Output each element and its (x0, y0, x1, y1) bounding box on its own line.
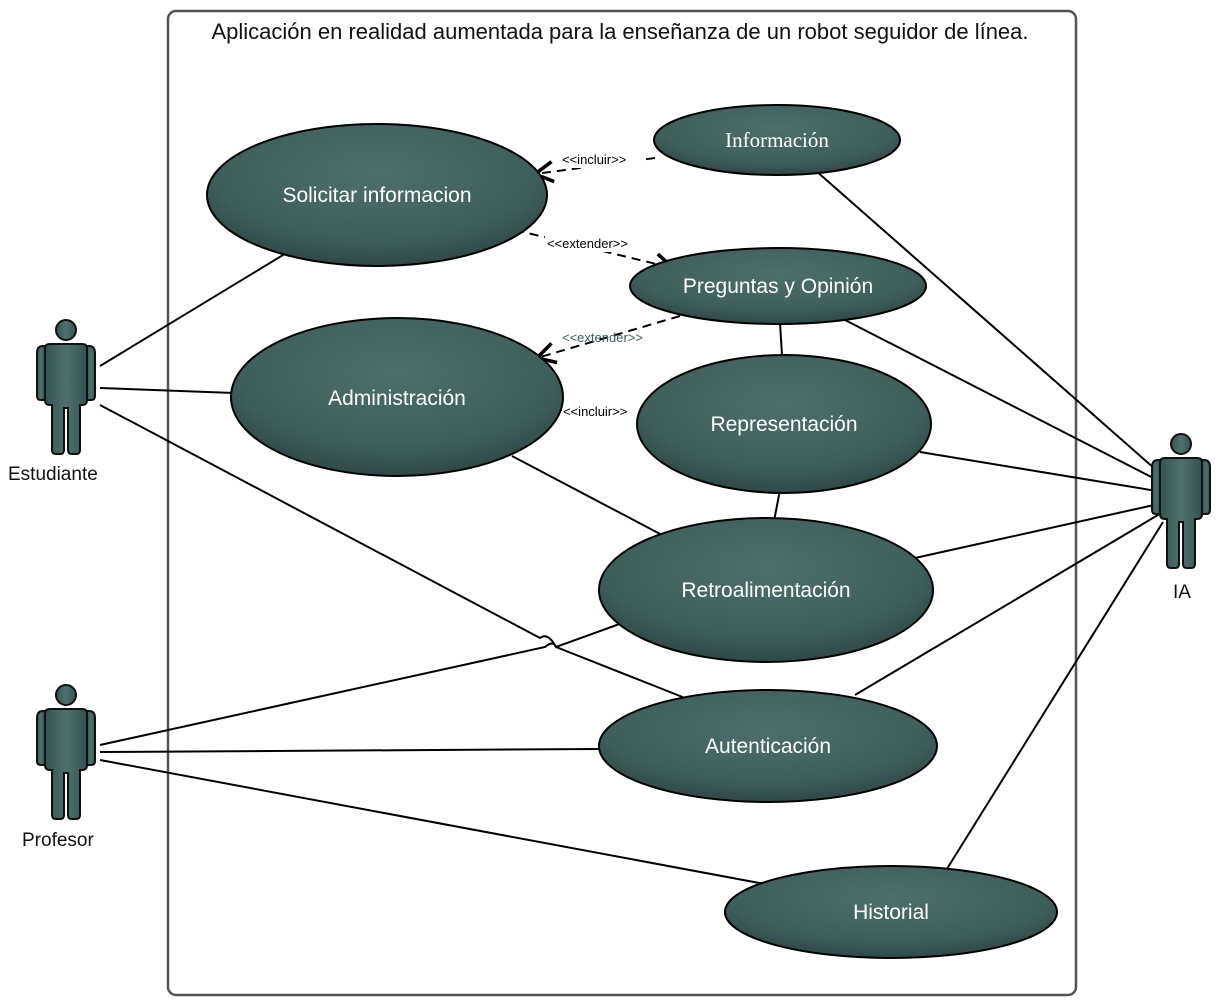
person-icon (36, 684, 96, 820)
assoc-administracion-retroalimentacion (511, 455, 663, 536)
usecase-historial[interactable]: Historial (724, 865, 1058, 959)
usecase-preguntas-opinion-label: Preguntas y Opinión (683, 275, 873, 298)
usecase-preguntas-opinion[interactable]: Preguntas y Opinión (629, 247, 927, 325)
person-icon (1151, 433, 1211, 569)
assoc-retroalimentacion-ia (914, 502, 1164, 559)
usecase-autenticacion-label: Autenticación (705, 735, 831, 758)
actor-estudiante[interactable] (36, 319, 96, 455)
stereotype-extender-2: <<extender>> (562, 330, 643, 345)
assoc-autenticacion-ia (854, 511, 1164, 696)
assoc-preguntas-ia (844, 319, 1164, 484)
stereotype-extender-1: <<extender>> (547, 236, 628, 251)
assoc-representacion-retroalimentacion (773, 489, 781, 522)
assoc-preguntas-representacion (779, 322, 783, 356)
person-icon (36, 319, 96, 455)
assoc-historial-ia (944, 521, 1164, 873)
system-title: Aplicación en realidad aumentada para la… (211, 19, 1029, 44)
actor-ia[interactable] (1151, 433, 1211, 569)
usecase-informacion[interactable]: Información (653, 104, 901, 176)
assoc-profesor-retroalimentacion (99, 621, 626, 746)
usecase-retroalimentacion-label: Retroalimentación (681, 579, 850, 602)
assoc-profesor-historial (99, 759, 771, 886)
usecase-informacion-label: Información (725, 128, 829, 152)
usecase-representacion[interactable]: Representación (636, 354, 932, 494)
usecase-administracion-label: Administración (328, 387, 466, 410)
actor-profesor[interactable] (36, 684, 96, 820)
usecase-administracion[interactable]: Administración (230, 317, 564, 477)
stereotype-incluir-2: <<incluir>> (563, 404, 627, 419)
dep-preguntas-administracion (533, 315, 681, 365)
assoc-profesor-autenticacion (99, 748, 601, 753)
usecase-solicitar-informacion[interactable]: Solicitar informacion (206, 123, 548, 267)
usecase-solicitar-informacion-label: Solicitar informacion (282, 184, 471, 207)
assoc-representacion-ia (919, 451, 1164, 493)
usecase-autenticacion[interactable]: Autenticación (598, 689, 938, 803)
stereotype-incluir-1: <<incluir>> (562, 152, 626, 167)
actor-profesor-label: Profesor (22, 830, 94, 851)
usecase-retroalimentacion[interactable]: Retroalimentación (598, 517, 934, 663)
usecase-representacion-label: Representación (710, 413, 857, 436)
usecase-historial-label: Historial (853, 901, 929, 924)
actor-ia-label: IA (1173, 582, 1191, 603)
assoc-estudiante-administracion (99, 387, 235, 394)
association-lines (99, 169, 1164, 886)
actor-estudiante-label: Estudiante (8, 464, 98, 485)
assoc-informacion-ia (814, 169, 1164, 477)
assoc-estudiante-solicitar (99, 251, 289, 367)
